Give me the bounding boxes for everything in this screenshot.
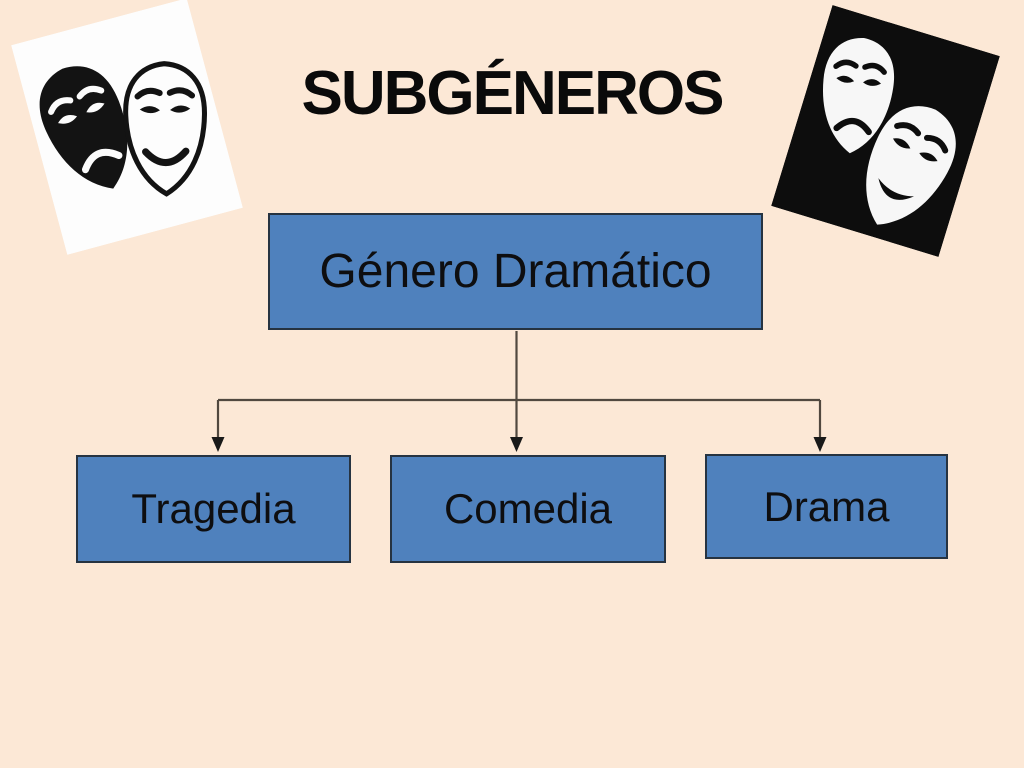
arrowhead-center-icon: [510, 437, 523, 452]
comedy-mask-icon: [123, 61, 207, 197]
comedy-tragedy-masks-icon: [771, 5, 1000, 257]
node-label: Drama: [763, 482, 890, 530]
slide-title: SUBGÉNEROS: [301, 59, 725, 128]
node-label: Comedia: [443, 485, 613, 532]
arrowhead-left-icon: [211, 437, 225, 452]
arrowhead-right-icon: [813, 437, 827, 452]
tragedy-mask-icon: [39, 66, 128, 189]
theater-masks-image-left: [11, 0, 243, 255]
tragedy-mask-icon: [823, 37, 895, 154]
theater-masks-image-right: [771, 5, 1000, 257]
comedy-tragedy-masks-icon: [11, 0, 243, 255]
node-comedia: Comedia: [390, 455, 666, 563]
connector-arrows: [211, 331, 827, 452]
node-genero-dramatico: Género Dramático: [268, 213, 763, 330]
node-drama: Drama: [705, 454, 948, 559]
node-label: Género Dramático: [319, 245, 712, 298]
node-tragedia: Tragedia: [76, 455, 351, 563]
comedy-mask-icon: [866, 106, 956, 225]
node-label: Tragedia: [131, 485, 296, 532]
